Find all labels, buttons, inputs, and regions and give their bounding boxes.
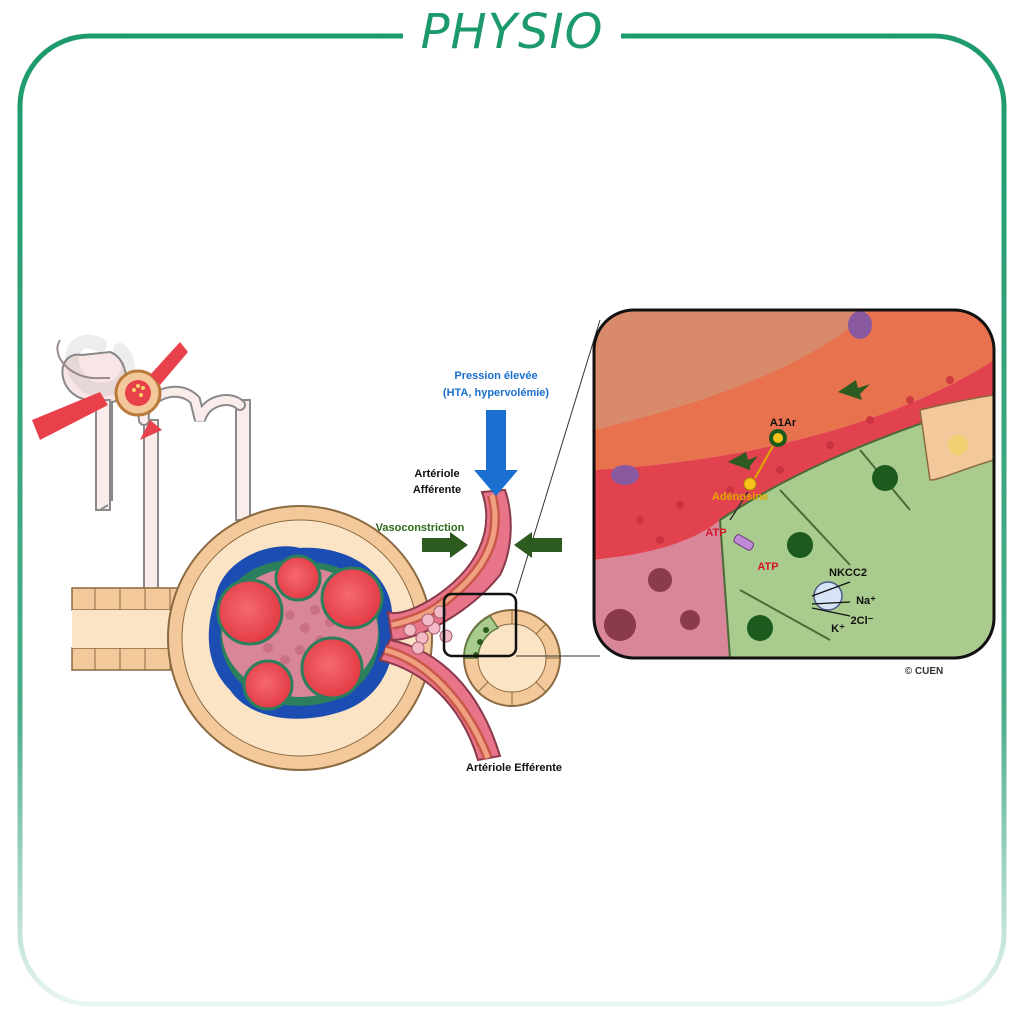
na-label: Na⁺ (856, 595, 876, 607)
page-title-text: PHYSIO (402, 4, 622, 60)
pressure-arrow (474, 410, 518, 496)
arterioles (378, 319, 601, 762)
cl-label: 2Cl⁻ (851, 615, 874, 627)
pressure-label-line1: Pression élevée (454, 370, 537, 382)
efferent-label: Artériole Efférente (466, 762, 562, 774)
zoom-inset (592, 308, 996, 660)
afferent-label-line2: Afférente (413, 484, 461, 496)
nkcc2-label: NKCC2 (829, 567, 867, 579)
atp-right-label: ATP (757, 561, 778, 573)
glomerulus (71, 505, 433, 771)
pressure-label-line2: (HTA, hypervolémie) (443, 387, 549, 399)
copyright-label: © CUEN (905, 666, 943, 677)
atp-left-label: ATP (705, 527, 726, 539)
afferent-label-line1: Artériole (414, 468, 459, 480)
vasoconstriction-arrows (422, 532, 562, 558)
a1ar-label: A1Ar (770, 417, 797, 429)
page-title: PHYSIO (0, 4, 1024, 60)
k-label: K⁺ (831, 623, 845, 635)
adenosine-label: Adénosine (712, 491, 768, 503)
vasoconstriction-label: Vasoconstriction (376, 522, 465, 534)
